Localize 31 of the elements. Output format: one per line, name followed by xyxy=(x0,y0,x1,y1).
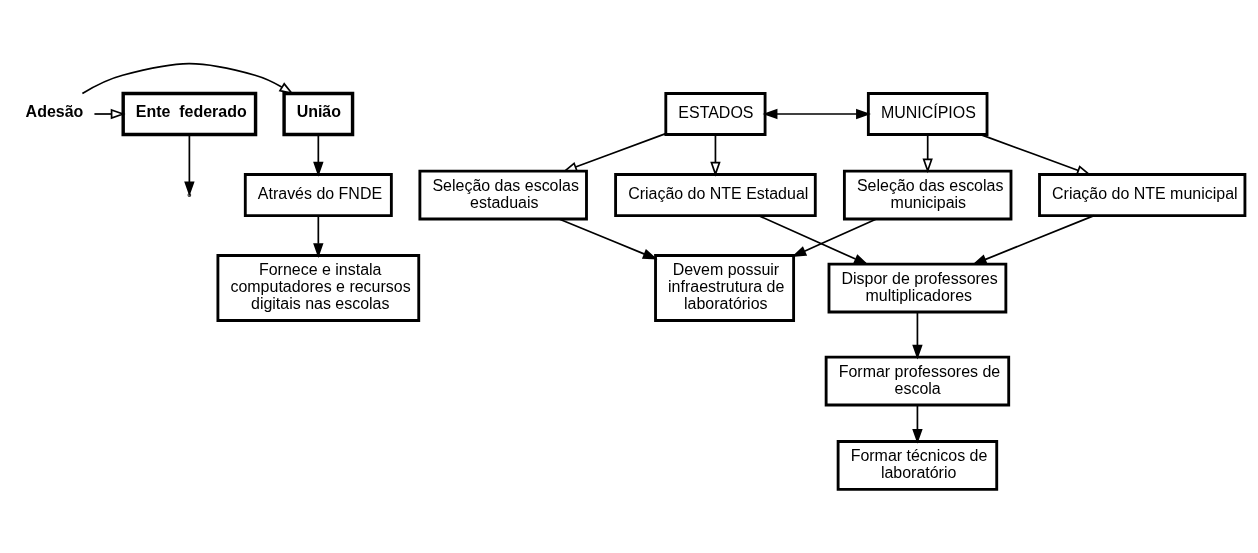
node-box: Seleção das escolas municipais xyxy=(842,169,1013,221)
arrow xyxy=(81,62,294,95)
node-box: Seleção das escolas estaduais xyxy=(418,169,588,221)
arrow xyxy=(971,214,1095,265)
node-text: Adesão xyxy=(25,103,84,121)
node-box: União xyxy=(282,91,355,137)
node-box: ESTADOS xyxy=(664,92,767,136)
arrow xyxy=(912,311,923,360)
arrow xyxy=(710,133,721,177)
node-box: Através do FNDE xyxy=(243,173,393,217)
node-box: Criação do NTE Estadual xyxy=(614,173,817,217)
arrow xyxy=(912,404,923,444)
arrow xyxy=(313,133,324,177)
node-box: Ente federado xyxy=(121,91,258,137)
arrow xyxy=(979,133,1092,176)
node-box: Dispor de professores multiplicadores xyxy=(827,262,1008,314)
arrow xyxy=(558,218,658,260)
node-box: Formar técnicos de laboratório xyxy=(836,440,999,491)
arrow xyxy=(93,108,126,120)
arrow xyxy=(791,218,878,257)
node-box: Fornece e instala computadores e recursos digitais nas escolas xyxy=(216,254,421,322)
arrow xyxy=(313,215,324,259)
node-box: Criação do NTE municipal xyxy=(1038,173,1247,217)
node-box: MUNICÍPIOS xyxy=(866,92,989,136)
arrow xyxy=(757,214,869,265)
node-box: Formar professores de escola xyxy=(824,355,1011,407)
arrow xyxy=(562,132,667,172)
arrow xyxy=(762,108,871,120)
arrow xyxy=(184,133,195,197)
arrow xyxy=(922,133,933,174)
node-box: Devem possuir infraestrutura de laboratórios xyxy=(654,254,796,322)
